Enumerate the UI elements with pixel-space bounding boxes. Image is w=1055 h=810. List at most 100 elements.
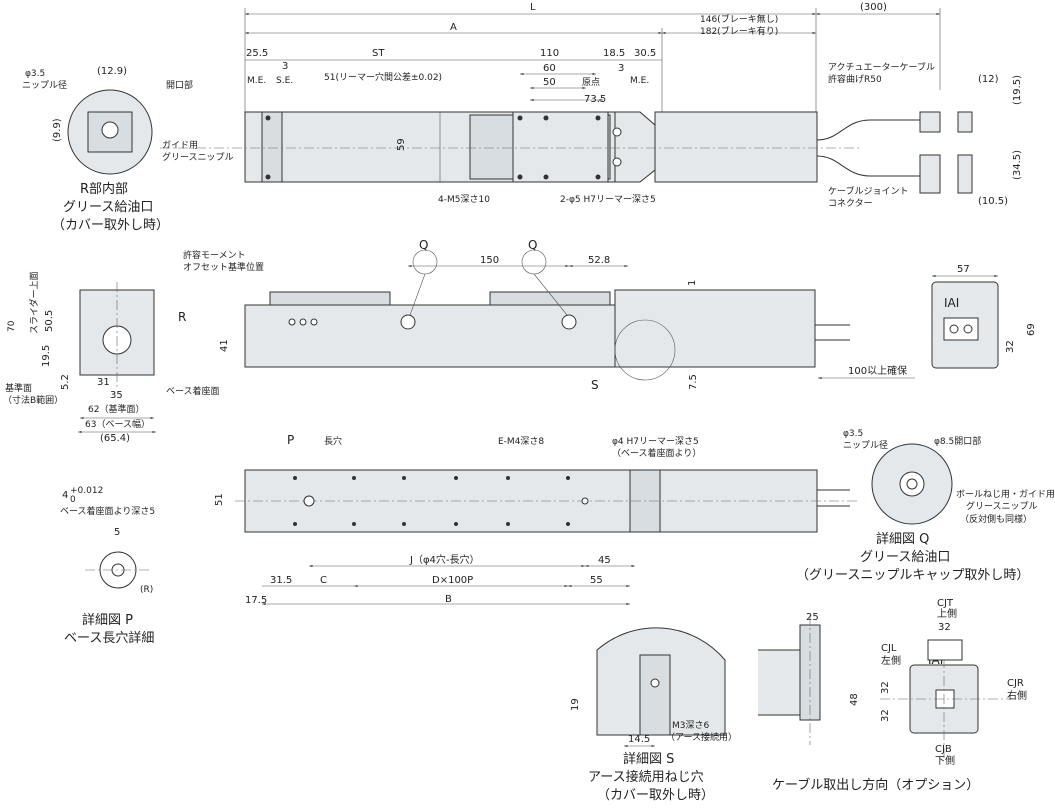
- q-d3-5: φ3.5: [843, 429, 863, 439]
- detail-p: 4 +0.012 0 ベース着座面より深さ5 5 (R) 詳細図 P ベース長穴…: [60, 486, 155, 646]
- label-joint2: コネクター: [828, 198, 873, 209]
- dim-with-brake: 182(ブレーキ有り): [700, 25, 778, 37]
- end-slider-top: スライダー上面: [28, 271, 40, 334]
- label-origin: 原点: [582, 77, 600, 88]
- dim-A: A: [450, 22, 457, 33]
- q-title1: 詳細図 Q: [876, 531, 929, 547]
- p-tol-top: 4: [62, 490, 68, 501]
- side-d52-8: 52.8: [588, 255, 610, 266]
- side-moment1: 許容モーメント: [183, 249, 246, 261]
- s-title3: （カバー取外し時）: [597, 788, 714, 803]
- end-d31: 31: [97, 377, 110, 388]
- cable-d32t: 32: [938, 622, 951, 633]
- dim-60: 60: [543, 63, 556, 74]
- dim-50: 50: [543, 77, 556, 88]
- end-d62: 62（基準面）: [88, 403, 144, 415]
- dim-19-5: (19.5): [1012, 75, 1023, 105]
- q-title2: グリース給油口: [860, 550, 950, 565]
- q-ball1: ボールねじ用・ガイド用: [956, 489, 1055, 500]
- label-m5: 4-M5深さ10: [438, 194, 490, 205]
- side-d150: 150: [480, 255, 499, 266]
- dim-59: 59: [396, 138, 407, 151]
- motor-d32: 32: [1005, 340, 1016, 353]
- detail-r: φ3.5 ニップル径 (12.9) 開口部 (9.9) R部内部 グリース給油口…: [22, 66, 193, 233]
- bottom-d31-5: 31.5: [270, 575, 292, 586]
- cable-d25: 25: [806, 612, 819, 623]
- q-ball2: グリースニップル: [966, 500, 1038, 512]
- s-m3b: （アース接続用）: [666, 731, 737, 743]
- r-d3-5: φ3.5: [25, 69, 45, 79]
- cable-cjt1: CJT: [937, 598, 954, 609]
- cable-cjb1: CJB: [935, 744, 952, 755]
- end-d70: 70: [7, 320, 17, 332]
- cable-d32b: 32: [880, 709, 891, 722]
- motor-d69: 69: [1026, 323, 1037, 336]
- p-title2: ベース長穴詳細: [64, 630, 154, 646]
- cable-cjt2: 上側: [937, 607, 957, 620]
- r-nipple: ニップル径: [22, 79, 67, 91]
- dim-3b: 3: [618, 63, 624, 74]
- r-d12-9: (12.9): [97, 66, 127, 77]
- cable-cjr2: 右側: [1007, 689, 1027, 702]
- dim-cable-300: (300): [860, 2, 887, 13]
- bottom-DP: D×100P: [432, 575, 473, 586]
- cable-cjl2: 左側: [881, 654, 901, 667]
- bottom-ream1: φ4 H7リーマー深さ5: [612, 436, 699, 447]
- side-view: Q Q 150 52.8 1 41 7.5 S R 100以上確保 許容モーメン…: [178, 238, 915, 392]
- s-m3a: M3深さ6: [672, 720, 709, 731]
- s-d14-5: 14.5: [628, 734, 650, 745]
- label-cable-bend: アクチュエーターケーブル: [828, 61, 935, 73]
- dim-110: 110: [540, 48, 559, 59]
- top-view: L (300) A 146(ブレーキ無し) 182(ブレーキ有り) 25.5 3…: [160, 2, 1023, 209]
- r-title1: R部内部: [80, 181, 128, 197]
- end-ref-face: 基準面: [5, 382, 32, 394]
- dim-10-5: (10.5): [978, 196, 1008, 207]
- bottom-slot: 長穴: [324, 435, 342, 447]
- cable-direction: 25 IAI CJT 上側 32 CJL 左側 CJR 右側 CJB 下側 48…: [758, 598, 1027, 793]
- end-ref-face2: （寸法B範囲）: [3, 394, 63, 406]
- q-ball3: （反対側も同様）: [960, 513, 1032, 525]
- label-guide-grease2: グリースニップル: [162, 151, 234, 163]
- s-title1: 詳細図 S: [623, 751, 674, 767]
- dim-12: (12): [978, 74, 999, 85]
- motor-logo: IAI: [944, 296, 959, 310]
- bottom-d51: 51: [214, 493, 225, 506]
- side-q1: Q: [419, 238, 428, 252]
- bottom-d45: 45: [598, 555, 611, 566]
- end-view: 70 スライダー上面 50.5 19.5 5.2 基準面 （寸法B範囲） 31 …: [3, 271, 220, 444]
- dim-ST: ST: [372, 48, 385, 59]
- q-open: φ8.5開口部: [934, 435, 981, 447]
- motor-end-view: IAI 57 69 32: [931, 264, 1037, 369]
- p-d5: 5: [114, 527, 120, 538]
- motor-d57: 57: [957, 264, 970, 275]
- side-d1: 1: [687, 280, 698, 286]
- q-title3: （グリースニップルキャップ取外し時）: [796, 568, 1029, 583]
- end-d50-5: 50.5: [44, 310, 55, 332]
- r-opening: 開口部: [166, 79, 193, 91]
- dim-3a: 3: [282, 61, 288, 72]
- dim-25-5: 25.5: [246, 48, 268, 59]
- label-ream: 2-φ5 H7リーマー深さ5: [560, 194, 656, 205]
- bottom-ream2: （ベース着座面より）: [612, 447, 701, 459]
- label-guide-grease: ガイド用: [162, 140, 198, 151]
- r-title2: グリース給油口: [63, 200, 153, 215]
- p-depth: ベース着座面より深さ5: [60, 505, 155, 517]
- bottom-B: B: [445, 594, 452, 605]
- s-title2: アース接続用ねじ穴: [588, 769, 704, 785]
- end-base-face: ベース着座面: [166, 385, 220, 397]
- bottom-d17-5: 17.5: [245, 595, 267, 606]
- dim-30-5: 30.5: [634, 48, 656, 59]
- label-se: S.E.: [276, 76, 293, 86]
- label-me-left: M.E.: [247, 76, 266, 86]
- side-d7-5: 7.5: [688, 374, 699, 390]
- p-tol-sub: 0: [70, 495, 76, 505]
- end-d5-2: 5.2: [60, 374, 71, 390]
- detail-s: 19 14.5 M3深さ6 （アース接続用） 詳細図 S アース接続用ねじ穴 （…: [570, 627, 737, 803]
- q-nipple: ニップル径: [843, 439, 888, 451]
- label-cable-bend2: 許容曲げR50: [828, 73, 882, 85]
- side-s: S: [591, 378, 599, 392]
- p-title1: 詳細図 P: [82, 612, 133, 628]
- detail-q: φ3.5 ニップル径 φ8.5開口部 ボールねじ用・ガイド用 グリースニップル …: [796, 429, 1055, 583]
